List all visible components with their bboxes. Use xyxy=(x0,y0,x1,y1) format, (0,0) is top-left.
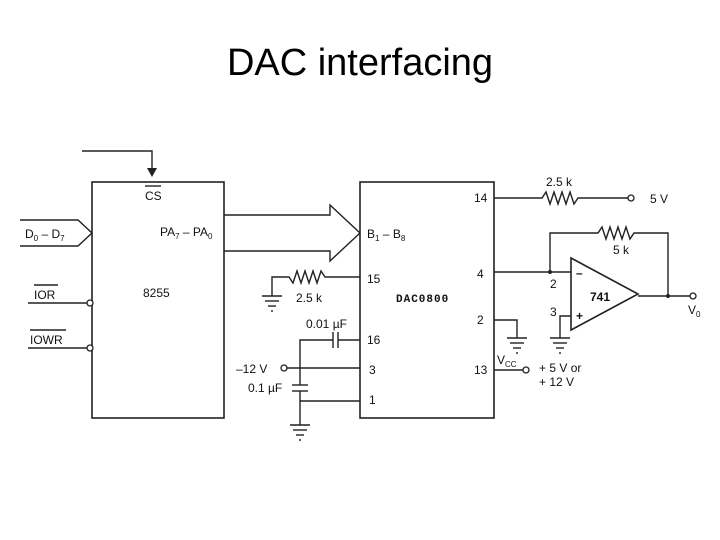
data-bus-label: D0 – D7 xyxy=(25,227,65,243)
output-terminal xyxy=(689,292,697,300)
opamp-inv-pin: 2 xyxy=(550,277,557,291)
vcc-terminal xyxy=(522,366,530,374)
dac-pin-15: 15 xyxy=(367,272,381,286)
ic-8255-label: 8255 xyxy=(143,286,170,300)
pin2-ground xyxy=(507,337,527,354)
port-a-label: PA7 – PA0 xyxy=(160,225,213,241)
ic-dac-box xyxy=(359,181,495,419)
dac-pin-16: 16 xyxy=(367,333,381,347)
pin2-wire xyxy=(494,319,518,338)
c-comp-label: 0.01 µF xyxy=(306,317,347,331)
pin15-wire xyxy=(271,268,360,296)
dac-pin-13: 13 xyxy=(474,363,488,377)
pin14-wire xyxy=(494,189,628,207)
opamp-noninv-pin: 3 xyxy=(550,305,557,319)
opamp-741-label: 741 xyxy=(590,290,610,304)
opamp-noninv-sign: + xyxy=(576,309,583,323)
output-node-dot xyxy=(666,294,670,298)
ic-dac-label: DAC0800 xyxy=(396,294,449,306)
vcc-label: VCC xyxy=(497,353,517,369)
dac-b-input-label: B1 – B8 xyxy=(367,227,406,243)
cs-label: CS xyxy=(145,189,162,203)
dac-pin-1: 1 xyxy=(369,393,376,407)
ior-bubble xyxy=(86,299,94,307)
noninv-wire xyxy=(559,315,571,338)
iowr-label: IOWR xyxy=(30,333,63,347)
iowr-bubble xyxy=(86,344,94,352)
slide-title: DAC interfacing xyxy=(226,42,494,84)
opamp-741 xyxy=(570,256,640,332)
cs-arrowhead xyxy=(147,168,157,177)
dac-pin-2: 2 xyxy=(477,313,484,327)
r-bias-label: 2.5 k xyxy=(296,291,323,305)
ref-voltage-label: 5 V xyxy=(650,192,668,206)
pin16-wire xyxy=(299,339,360,368)
ior-label: IOR xyxy=(34,288,56,302)
vcc-voltage-line2: + 12 V xyxy=(539,375,574,389)
pin15-ground xyxy=(262,295,282,312)
dac-pin-14: 14 xyxy=(474,191,488,205)
vcc-voltage-line1: + 5 V or xyxy=(539,361,581,375)
noninv-ground xyxy=(550,337,570,354)
ref-voltage-terminal xyxy=(627,194,635,202)
output-label: V0 xyxy=(688,303,701,319)
neg-supply-label: –12 V xyxy=(236,362,267,376)
feedback-wire xyxy=(549,224,669,296)
r-ref-label: 2.5 k xyxy=(546,175,573,189)
r-feedback-label: 5 k xyxy=(613,243,630,257)
neg-supply-terminal xyxy=(280,364,288,372)
data-bus-8255-to-dac xyxy=(224,203,362,263)
opamp-inv-sign: – xyxy=(576,266,583,280)
pin1-ground xyxy=(290,424,310,441)
ic-8255-box xyxy=(91,181,225,419)
c-neg-label: 0.1 µF xyxy=(248,381,282,395)
data-bus-arrow xyxy=(20,219,94,247)
cs-wire xyxy=(82,150,153,172)
dac-pin-4: 4 xyxy=(477,267,484,281)
dac-pin-3: 3 xyxy=(369,363,376,377)
